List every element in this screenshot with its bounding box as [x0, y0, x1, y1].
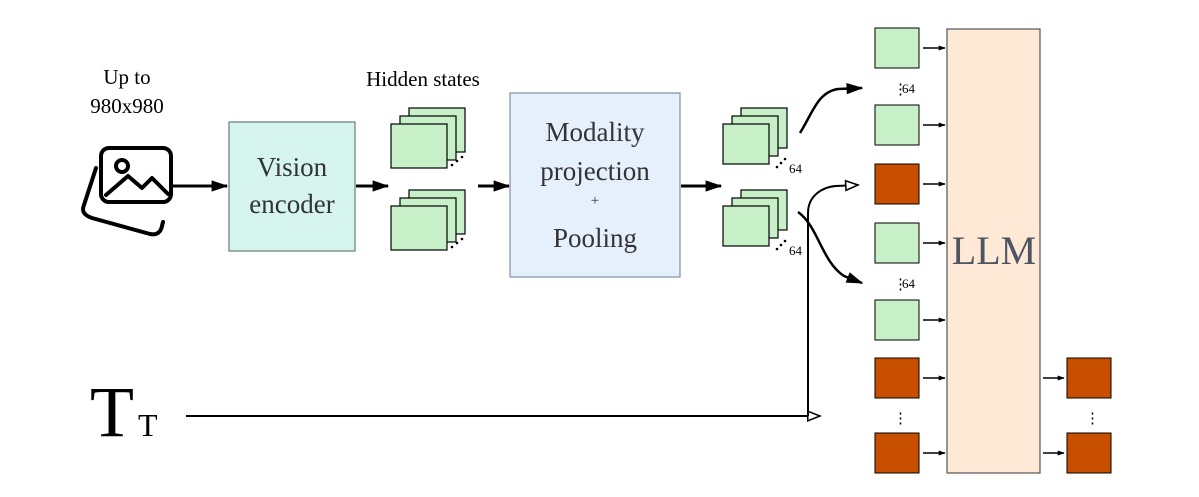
token-ellipsis-vertical: ⋮	[893, 82, 908, 98]
pooled-top-count: 64	[789, 161, 803, 176]
image-token	[874, 299, 920, 341]
image-token	[874, 27, 920, 69]
vision-encoder-label-line1: Vision	[257, 152, 328, 182]
projection-label-line4: Pooling	[553, 223, 637, 253]
projection-label-line1: Modality	[546, 117, 645, 147]
projection-label-plus: +	[591, 193, 599, 209]
output-text-token	[1066, 432, 1112, 474]
output-text-token	[1066, 357, 1112, 399]
hidden-state-stack-bottom	[390, 189, 466, 251]
output-token-column: ⋮	[1066, 357, 1112, 474]
token-to-llm-arrows	[923, 45, 946, 456]
projection-pooling-box: Modality projection + Pooling	[509, 92, 681, 278]
arrow-pooled-bottom-to-tokens	[797, 210, 864, 285]
token-group-count: 64	[902, 276, 916, 291]
llm-box: LLM	[946, 28, 1041, 474]
image-icon	[81, 146, 173, 237]
text-input-small-t: T	[138, 407, 158, 443]
token-ellipsis-vertical: ⋮	[1085, 411, 1100, 427]
input-caption-line1: Up to	[103, 65, 150, 89]
image-token	[874, 222, 920, 264]
text-token	[874, 357, 920, 399]
image-token	[874, 104, 920, 146]
hidden-states-label: Hidden states	[366, 67, 480, 91]
input-token-column: ⋮ 64 ⋮ 64 ⋮	[874, 27, 920, 474]
vision-encoder-box: Vision encoder	[228, 121, 356, 252]
arrow-pooled-top-to-tokens	[798, 83, 864, 134]
llm-label: LLM	[952, 228, 1036, 273]
pooled-bottom-count: 64	[789, 243, 803, 258]
vision-encoder-label-line2: encoder	[249, 189, 334, 219]
llm-to-output-arrows	[1043, 375, 1065, 456]
token-ellipsis-vertical: ⋮	[893, 277, 908, 293]
text-token	[874, 432, 920, 474]
text-input-big-t: T	[90, 372, 134, 452]
input-caption-line2: 980x980	[90, 94, 164, 118]
token-ellipsis-vertical: ⋮	[893, 411, 908, 427]
pooled-stack-top	[722, 107, 788, 169]
text-token	[874, 163, 920, 205]
arrow-text-to-first-token	[807, 185, 858, 416]
hidden-state-stack-top	[390, 107, 466, 169]
pooled-stack-bottom	[722, 189, 788, 251]
projection-label-line2: projection	[540, 156, 650, 186]
token-group-count: 64	[902, 81, 916, 96]
